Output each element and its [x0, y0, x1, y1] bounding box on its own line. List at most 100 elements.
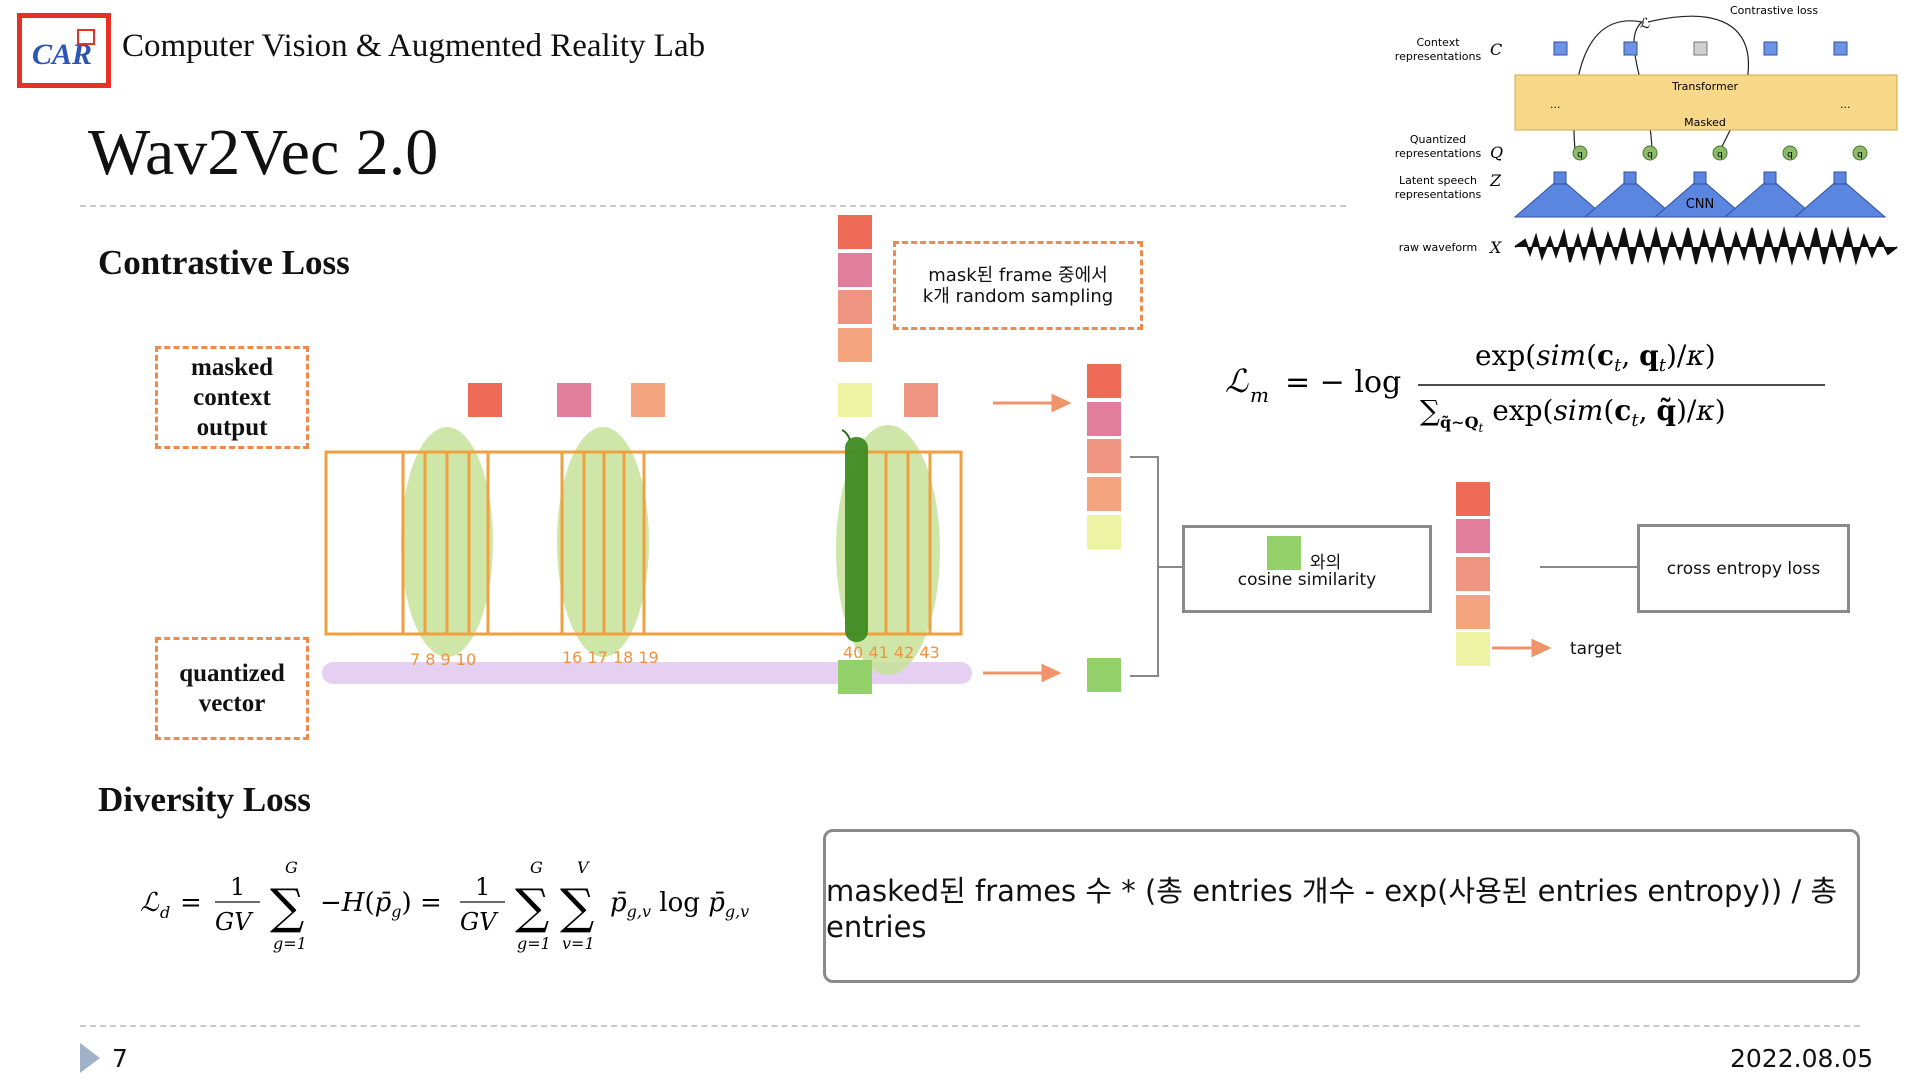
- svg-text:ℒ: ℒ: [1225, 362, 1249, 400]
- svg-text:=: =: [180, 888, 202, 918]
- similarity-square: [1456, 632, 1490, 666]
- masked-output-square: [468, 383, 502, 417]
- diversity-note-text: masked된 frames 수 * (총 entries 개수 - exp(사…: [826, 874, 1838, 944]
- slide-title: Wav2Vec 2.0: [88, 116, 439, 189]
- candidate-square: [1087, 477, 1121, 511]
- arch-cnn-triangles: [1513, 171, 1887, 218]
- similarity-square: [1456, 557, 1490, 591]
- svg-text:exp(sim(ct, qt)/κ): exp(sim(ct, qt)/κ): [1475, 339, 1716, 376]
- candidate-square: [1087, 402, 1121, 436]
- quantized-vector-box: quantized vector: [155, 637, 309, 740]
- masked-context-output-box: masked context output: [155, 346, 309, 449]
- quantized-strip: [322, 662, 972, 684]
- sampled-square: [838, 215, 872, 249]
- footer-divider: [80, 1025, 1860, 1027]
- svg-text:q: q: [1647, 150, 1653, 160]
- arch-cnn-label: CNN: [1686, 197, 1715, 212]
- arch-ellipsis-right: ...: [1840, 98, 1851, 111]
- cosine-suffix: 와의: [1310, 553, 1342, 573]
- svg-text:q: q: [1717, 150, 1723, 160]
- arch-transformer-block: [1514, 74, 1898, 131]
- masked-label-line: masked: [191, 353, 273, 381]
- svg-text:1: 1: [475, 873, 490, 901]
- frame-numbers-group3: 40 41 42 43: [843, 643, 940, 662]
- svg-text:g=1: g=1: [517, 934, 551, 953]
- arch-loss-symbol: ℒ: [1640, 16, 1650, 32]
- diversity-note-box: masked된 frames 수 * (총 entries 개수 - exp(사…: [823, 829, 1860, 983]
- arch-transformer-label: Transformer: [1671, 80, 1738, 93]
- candidate-square: [1087, 364, 1121, 398]
- svg-text:q: q: [1577, 150, 1583, 160]
- svg-text:GV: GV: [460, 908, 499, 936]
- arch-context-square: [1833, 41, 1848, 56]
- svg-text:∑: ∑: [270, 879, 304, 935]
- svg-text:q: q: [1857, 150, 1863, 160]
- quantized-square: [838, 660, 872, 694]
- svg-text:p̄g,v log p̄g,v: p̄g,v log p̄g,v: [610, 888, 749, 921]
- page-number: 7: [112, 1044, 128, 1073]
- cosine-similarity-box: 와의 cosine similarity: [1182, 525, 1432, 613]
- arch-q-nodes: q q q q q: [1572, 145, 1868, 161]
- diversity-loss-formula: ℒ d = 1 GV G ∑ g=1 −H(p̄g) = 1 GV G ∑ g=…: [140, 858, 749, 953]
- arch-context-square: [1763, 41, 1778, 56]
- contrastive-loss-formula: ℒ m = − log exp(sim(ct, qt)/κ) ∑q̃∼Qt ex…: [1225, 339, 1825, 435]
- cosine-label: cosine similarity: [1237, 570, 1377, 590]
- similarity-square: [1456, 482, 1490, 516]
- bracket: [1130, 456, 1159, 677]
- target-label: target: [1570, 639, 1622, 659]
- svg-text:d: d: [160, 903, 170, 922]
- logo-graphic: CAR: [32, 29, 95, 71]
- arch-masked-label: Masked: [1684, 116, 1726, 129]
- masked-label-line: context: [193, 383, 271, 411]
- svg-text:= − log: = − log: [1285, 365, 1401, 400]
- svg-text:GV: GV: [215, 908, 254, 936]
- svg-text:∑: ∑: [515, 879, 549, 935]
- sampling-line: mask된 frame 중에서: [928, 264, 1108, 286]
- random-sampling-note: mask된 frame 중에서 k개 random sampling: [893, 241, 1143, 330]
- arch-waveform: [1514, 226, 1898, 266]
- quantized-target-square: [1087, 658, 1121, 692]
- svg-text:G: G: [285, 858, 298, 877]
- svg-text:1: 1: [230, 873, 245, 901]
- svg-text:−H(p̄g) =: −H(p̄g) =: [320, 888, 442, 921]
- svg-text:V: V: [577, 858, 590, 877]
- lab-name: Computer Vision & Augmented Reality Lab: [122, 28, 706, 64]
- diversity-loss-heading: Diversity Loss: [98, 780, 311, 819]
- svg-text:q: q: [1787, 150, 1793, 160]
- sampled-square: [838, 290, 872, 324]
- sampling-line: k개 random sampling: [922, 285, 1114, 307]
- arch-context-square: [1553, 41, 1568, 56]
- arch-context-square: [1623, 41, 1638, 56]
- cross-entropy-label: cross entropy loss: [1666, 558, 1821, 579]
- arrows: [983, 393, 1552, 683]
- similarity-square: [1456, 519, 1490, 553]
- arch-sym-c: C: [1490, 40, 1502, 59]
- cosine-green-square: [1267, 536, 1301, 570]
- selected-frame: [845, 437, 868, 642]
- lab-logo: CAR: [17, 13, 111, 88]
- page-marker-icon: [80, 1043, 100, 1073]
- quantized-label-line: quantized: [179, 659, 285, 687]
- svg-text:v=1: v=1: [562, 934, 595, 953]
- cross-entropy-box: cross entropy loss: [1637, 524, 1850, 613]
- svg-text:ℒ: ℒ: [140, 888, 160, 918]
- candidate-square: [1087, 515, 1121, 549]
- arch-contrastive-loss-label: Contrastive loss: [1730, 4, 1818, 17]
- svg-text:g=1: g=1: [273, 934, 307, 953]
- frame-dividers: [401, 452, 932, 634]
- frame-numbers-group1: 7 8 9 10: [410, 650, 477, 669]
- svg-text:∑q̃∼Qt exp(sim(ct, q̃)/κ): ∑q̃∼Qt exp(sim(ct, q̃)/κ): [1420, 394, 1726, 435]
- contrastive-loss-heading: Contrastive Loss: [98, 243, 350, 282]
- similarity-square: [1456, 595, 1490, 629]
- arch-sym-z: Z: [1489, 171, 1502, 190]
- quantized-label-line: vector: [198, 689, 266, 717]
- arch-sym-q: Q: [1490, 143, 1503, 162]
- arch-raw-label: raw waveform: [1399, 241, 1477, 254]
- svg-text:∑: ∑: [560, 879, 594, 935]
- masked-output-square: [557, 383, 591, 417]
